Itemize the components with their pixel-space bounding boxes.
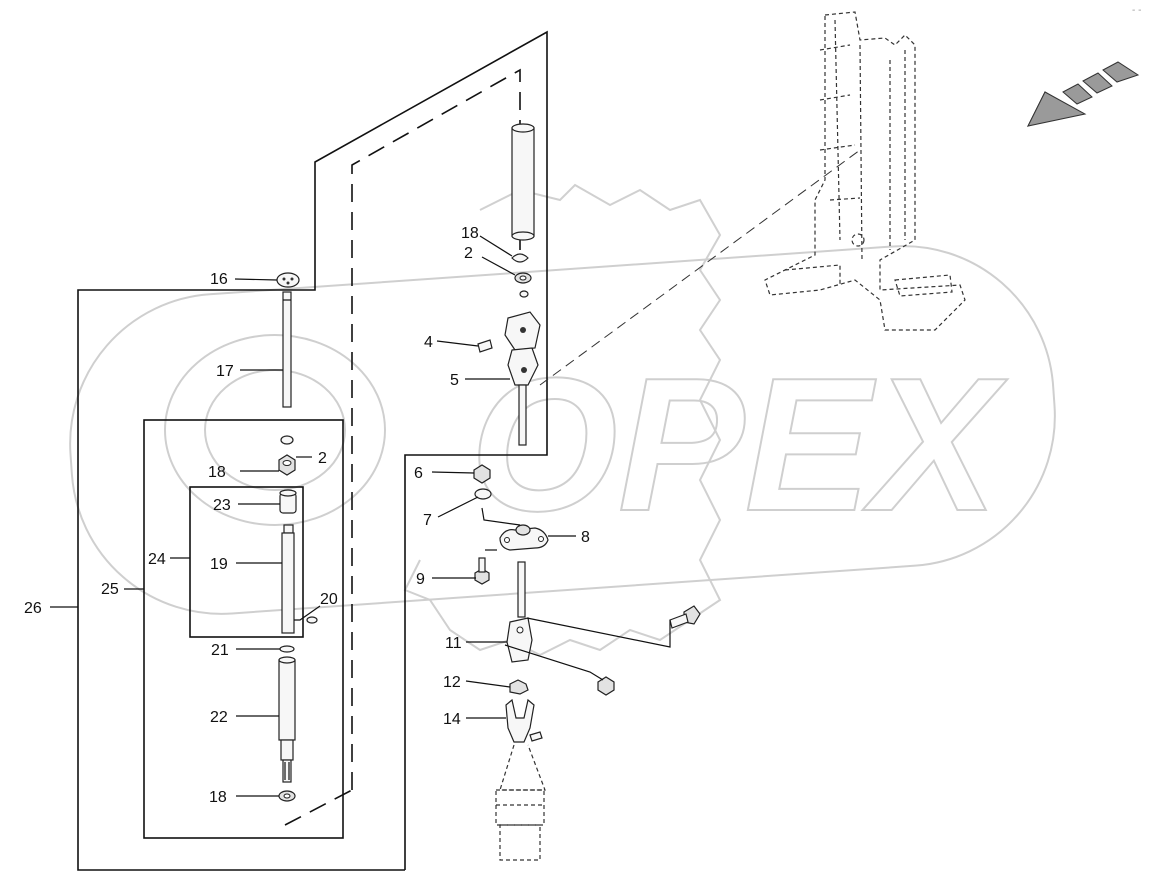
- frame-assembly-24: [189, 486, 304, 638]
- part-9-bolt: [474, 557, 490, 585]
- part-7-washer: [474, 488, 492, 500]
- corner-mark: - -: [1132, 5, 1141, 16]
- label-18-left: 18: [208, 464, 226, 481]
- hydraulic-unit: [495, 744, 546, 861]
- part-12-spider: [509, 679, 529, 695]
- part-21-ring: [279, 645, 295, 653]
- part-6-nut: [473, 464, 491, 484]
- part-17-rod: [282, 291, 292, 408]
- label-11: 11: [445, 635, 462, 652]
- label-23: 23: [213, 497, 231, 514]
- label-18-bottom: 18: [209, 789, 227, 806]
- label-7: 7: [423, 512, 432, 529]
- part-19-shaft: [281, 524, 295, 634]
- part-bolt-right: [669, 605, 701, 629]
- callout-labels: 16 17 2 18 23 24 19 25 26 20 21 22 18 18…: [24, 225, 590, 806]
- leader-lines: [50, 235, 671, 797]
- dashed-guide-to-machine: [539, 149, 861, 386]
- label-6: 6: [414, 465, 423, 482]
- part-18-nut-left: [278, 454, 296, 476]
- part-11-coupling: [506, 617, 533, 663]
- dashed-guide-bottom: [284, 789, 353, 826]
- label-9: 9: [416, 571, 425, 588]
- label-5: 5: [450, 372, 459, 389]
- label-17: 17: [216, 363, 234, 380]
- watermark-text: OPEX: [470, 339, 1008, 551]
- part-18-clip-top: [511, 253, 529, 263]
- part-5-shaft: [518, 384, 527, 446]
- column-tube: [511, 123, 535, 241]
- label-2-left: 2: [318, 450, 327, 467]
- part-20-pin: [306, 616, 318, 624]
- label-24: 24: [148, 551, 166, 568]
- machine-frame: [764, 11, 966, 331]
- part-lower-shaft: [517, 561, 526, 618]
- part-16-cap: [276, 272, 300, 288]
- part-4-pin: [477, 339, 493, 353]
- part-14-fork: [505, 698, 543, 743]
- label-18-top: 18: [461, 225, 479, 242]
- part-18-washer-bottom: [278, 790, 296, 802]
- label-25: 25: [101, 581, 119, 598]
- label-26: 26: [24, 600, 42, 617]
- label-20: 20: [320, 591, 338, 608]
- part-23-sleeve: [279, 489, 297, 514]
- label-21: 21: [211, 642, 229, 659]
- label-8: 8: [581, 529, 590, 546]
- label-14: 14: [443, 711, 461, 728]
- label-4: 4: [424, 334, 433, 351]
- part-2-bushing-top: [514, 272, 532, 284]
- direction-arrow-icon: [1027, 61, 1140, 127]
- frame-assembly-25: [143, 419, 344, 839]
- label-12: 12: [443, 674, 461, 691]
- part-8-bracket: [499, 524, 549, 551]
- part-washer-left: [280, 435, 294, 445]
- part-universal-joint: [504, 311, 541, 386]
- watermark-logo: OPEX: [69, 183, 1056, 657]
- label-2-top: 2: [464, 245, 473, 262]
- label-22: 22: [210, 709, 228, 726]
- label-16: 16: [210, 271, 228, 288]
- part-nut-small: [597, 676, 615, 696]
- part-22-shaft: [278, 656, 296, 783]
- frame-assembly-26: [77, 30, 548, 871]
- label-19: 19: [210, 556, 228, 573]
- part-small-ring-top: [519, 290, 529, 298]
